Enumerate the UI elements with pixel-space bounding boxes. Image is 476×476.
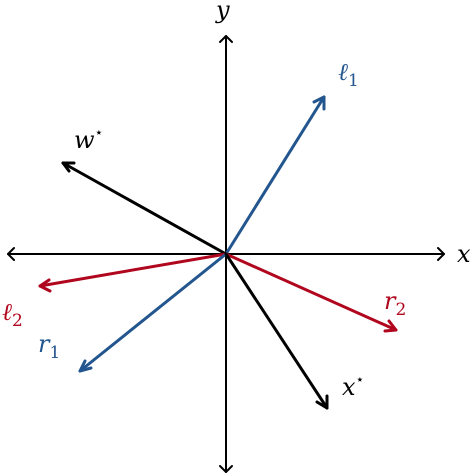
vector-r1 [78,252,228,373]
x-axis-label: x [457,240,471,268]
vector-w-star [61,161,228,256]
label-r1: r1 [38,330,60,363]
label-l2: ℓ2 [2,298,23,331]
label-r2: r2 [384,287,406,320]
y-axis-label: y [215,0,230,24]
vector-x-star [224,252,329,410]
vector-r2 [224,252,398,333]
label-x-star: x⋆ [342,372,364,401]
label-l1: ℓ1 [338,58,359,91]
vector-l1 [224,95,326,256]
vector-l2 [38,252,228,293]
label-w-star: w⋆ [74,125,103,154]
